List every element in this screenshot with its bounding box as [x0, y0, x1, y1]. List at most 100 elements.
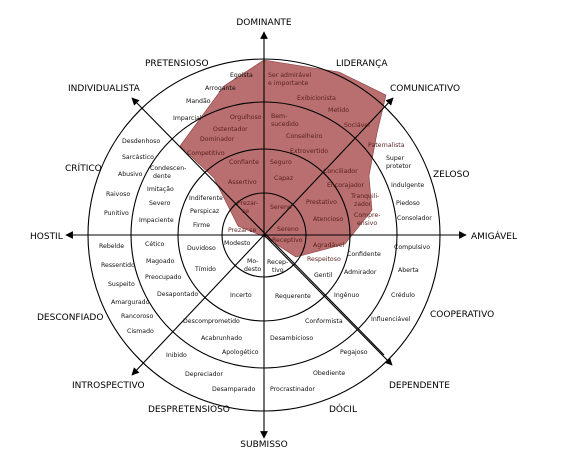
word-mo-2: desto	[244, 266, 261, 273]
word-apologetico: Apologético	[222, 348, 259, 356]
word-egoista: Egoísta	[230, 71, 253, 79]
word-dominador: Dominador	[200, 136, 235, 143]
label-introspectivo: INTROSPECTIVO	[72, 381, 145, 391]
label-desconfiado: DESCONFIADO	[37, 313, 103, 323]
axis-diag-1	[131, 97, 385, 356]
word-incerto: Incerto	[230, 292, 252, 299]
word-bem-1: Bem-	[271, 113, 287, 120]
label-amigavel: AMIGÁVEL	[471, 230, 517, 242]
word-impaciente: Impaciente	[139, 217, 174, 224]
label-lideranca: LIDERANÇA	[336, 59, 388, 69]
word-ingenuo: Ingênuo	[334, 291, 359, 299]
word-sarcastico: Sarcástico	[122, 153, 154, 161]
word-severo: Severo	[149, 200, 171, 207]
label-hostil: HOSTIL	[30, 232, 63, 242]
word-sereno: Sereno	[277, 226, 299, 233]
label-docil: DÓCIL	[329, 403, 357, 415]
word-paternalista: Paternalista	[368, 142, 405, 149]
axis-diag-1b	[263, 234, 393, 366]
word-metido: Metido	[328, 107, 349, 114]
word-ser-admiravel-2: e importante	[268, 80, 308, 87]
word-sereno-inner: Sereno	[270, 204, 292, 211]
word-timido: Tímido	[194, 265, 216, 273]
word-modesto: Modesto	[224, 240, 251, 247]
word-requerente: Requerente	[275, 293, 311, 300]
axis-labels: DOMINANTE SUBMISSO HOSTIL AMIGÁVEL PRETE…	[30, 18, 517, 450]
word-prezar-se: Prezar-se	[228, 227, 256, 234]
word-competitivo: Competitivo	[187, 150, 225, 157]
label-pretensioso: PRETENSIOSO	[145, 59, 209, 69]
word-super-2: protetor	[386, 163, 412, 170]
word-ressentido: Ressentido	[101, 262, 135, 269]
word-bem-2: sucedido	[271, 121, 299, 128]
word-extrovertido: Extrovertido	[290, 148, 328, 155]
word-seguro: Seguro	[270, 159, 292, 166]
word-acabrunhado: Acabrunhado	[201, 335, 242, 342]
word-agradavel: Agradável	[313, 241, 345, 249]
word-piedoso: Piedoso	[396, 200, 420, 207]
word-rebelde: Rebelde	[99, 243, 124, 250]
word-admirador: Admirador	[344, 269, 377, 276]
word-descomprometido: Descomprometido	[183, 318, 240, 325]
word-desdenhoso: Desdenhoso	[122, 138, 160, 145]
word-mo-1: Mo-	[247, 258, 258, 265]
word-depreciador: Depreciador	[185, 371, 223, 378]
word-recep-2: tivo	[272, 267, 284, 274]
word-prezar-1: Prezar-	[237, 200, 258, 207]
word-influenciavel: Influenciável	[371, 315, 411, 323]
label-comunicativo: COMUNICATIVO	[390, 84, 460, 94]
word-super-1: Super	[386, 155, 405, 162]
label-cooperativo: COOPERATIVO	[430, 310, 494, 320]
word-compre-1: Compre-	[354, 212, 381, 219]
word-indulgente: Indulgente	[391, 182, 424, 189]
word-condescen-2: dente	[153, 173, 171, 180]
word-tranquil-2: zador	[354, 201, 372, 208]
word-recep-1: Recep-	[267, 259, 288, 266]
word-imitacao: Imitação	[147, 186, 174, 193]
axes	[65, 31, 467, 439]
word-prestativo: Prestativo	[306, 199, 337, 206]
label-despretensioso: DESPRETENSIOSO	[148, 405, 230, 415]
word-conformista: Conformista	[305, 318, 343, 325]
word-arrogante: Arrogante	[205, 85, 236, 92]
word-perspicaz: Perspicaz	[190, 208, 219, 215]
word-desambicioso: Desambicioso	[270, 335, 313, 342]
word-duvidoso: Duvidoso	[187, 245, 216, 252]
word-pegajoso: Pegajoso	[340, 349, 368, 356]
word-conciliador: Conciliador	[323, 168, 358, 175]
word-cismado: Cismado	[127, 328, 154, 335]
word-prezar-2: se	[242, 208, 249, 215]
trait-words: Egoísta Arrogante Mandão Imparcial Ser a…	[99, 71, 432, 393]
word-receptivo-inner: Receptivo	[272, 237, 303, 244]
axis-diag-2	[263, 97, 394, 236]
word-inibido: Inibido	[166, 352, 187, 359]
word-aberta: Aberta	[398, 267, 419, 274]
word-respeitoso: Respeitoso	[307, 256, 341, 263]
word-rancoroso: Rancoroso	[121, 313, 153, 320]
word-assertivo: Assertivo	[228, 179, 257, 186]
word-confiante: Confiante	[229, 159, 259, 166]
word-preocupado: Preocupado	[145, 274, 182, 281]
word-desamparado: Desamparado	[212, 386, 256, 393]
word-amargurado: Amargurado	[111, 299, 150, 306]
word-conselheiro: Conselheiro	[286, 133, 323, 140]
word-ser-admiravel-1: Ser admirável	[268, 71, 312, 79]
label-dependente: DEPENDENTE	[389, 381, 450, 391]
label-dominante: DOMINANTE	[236, 18, 292, 28]
word-orgulhoso: Orgulhoso	[230, 114, 262, 121]
word-gentil: Gentil	[314, 272, 333, 279]
word-ostentador: Ostentador	[213, 126, 248, 133]
word-raivoso: Raivoso	[106, 191, 130, 198]
word-atencioso: Atencioso	[313, 216, 343, 223]
word-obediente: Obediente	[313, 370, 345, 377]
word-abusivo: Abusivo	[118, 171, 143, 178]
word-suspeito: Suspeito	[108, 281, 135, 288]
label-individualista: INDIVIDUALISTA	[68, 84, 141, 94]
word-credulo: Crédulo	[391, 291, 415, 299]
word-condescen-1: Condescen-	[150, 165, 186, 172]
word-magoado: Magoado	[146, 258, 175, 265]
word-tranquil-1: Tranquili-	[350, 193, 379, 200]
label-zeloso: ZELOSO	[433, 170, 469, 180]
word-compre-2: ensivo	[357, 220, 377, 227]
